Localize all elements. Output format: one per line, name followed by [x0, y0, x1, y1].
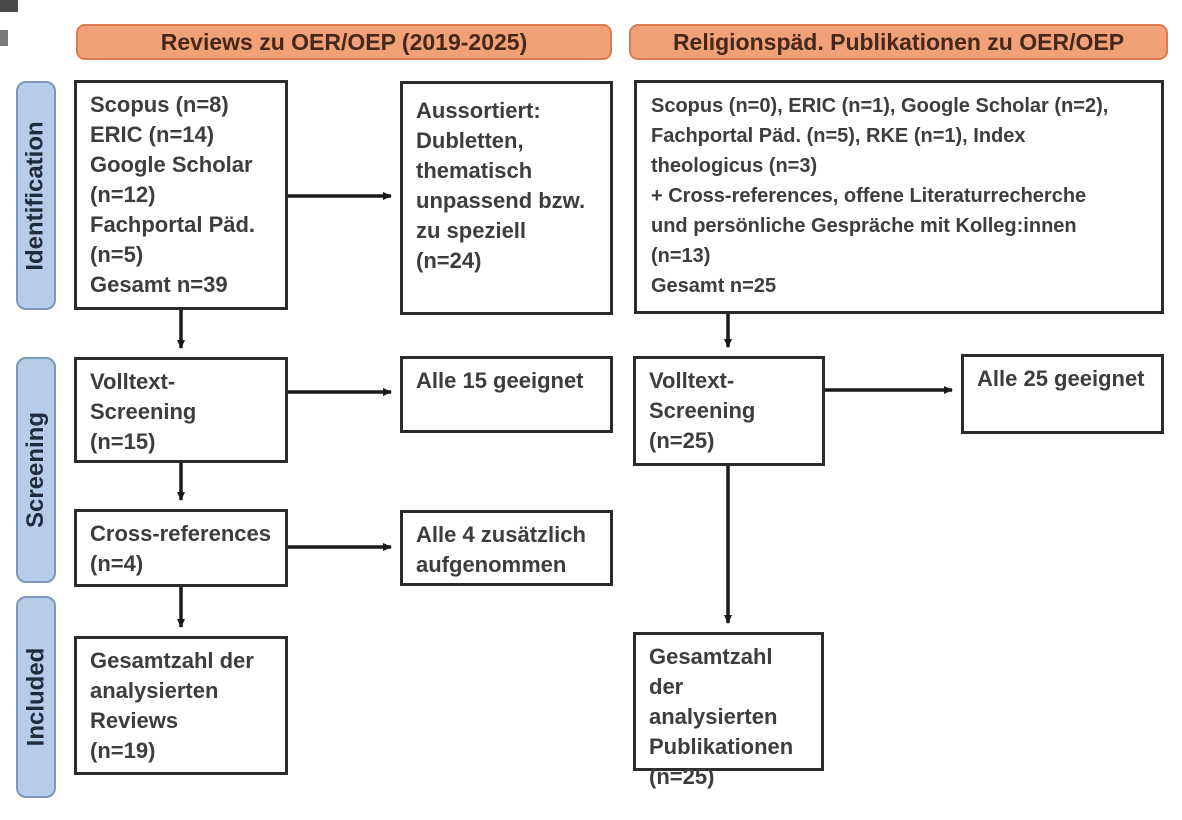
edge-artifact-left — [0, 30, 8, 46]
box-reviews-cross-references: Cross-references (n=4) — [74, 509, 288, 587]
box-relpaed-fulltext-screening: Volltext- Screening (n=25) — [633, 356, 825, 466]
stage-included-label: Included — [22, 647, 50, 747]
edge-artifact-top — [0, 0, 18, 12]
box-reviews-fulltext-screening: Volltext- Screening (n=15) — [74, 357, 288, 463]
header-reviews: Reviews zu OER/OEP (2019-2025) — [76, 24, 612, 60]
box-relpaed-total: Gesamtzahl der analysierten Publikatione… — [633, 632, 824, 789]
box-reviews-excluded: Aussortiert: Dubletten, thematisch unpas… — [400, 81, 613, 315]
box-relpaed-sources: Scopus (n=0), ERIC (n=1), Google Scholar… — [634, 80, 1164, 314]
stage-included: Included — [16, 596, 56, 798]
stage-screening: Screening — [16, 357, 56, 583]
stage-identification-label: Identification — [22, 120, 49, 271]
header-religionspaed: Religionspäd. Publikationen zu OER/OEP — [629, 24, 1168, 60]
box-reviews-total: Gesamtzahl der analysierten Reviews (n=1… — [74, 636, 288, 775]
stage-identification: Identification — [16, 81, 56, 310]
box-relpaed-eligible: Alle 25 geeignet — [961, 354, 1164, 434]
box-reviews-added: Alle 4 zusätzlich aufgenommen — [400, 510, 613, 586]
box-reviews-sources: Scopus (n=8) ERIC (n=14) Google Scholar … — [74, 80, 288, 310]
box-reviews-eligible: Alle 15 geeignet — [400, 356, 613, 433]
stage-screening-label: Screening — [22, 411, 50, 529]
